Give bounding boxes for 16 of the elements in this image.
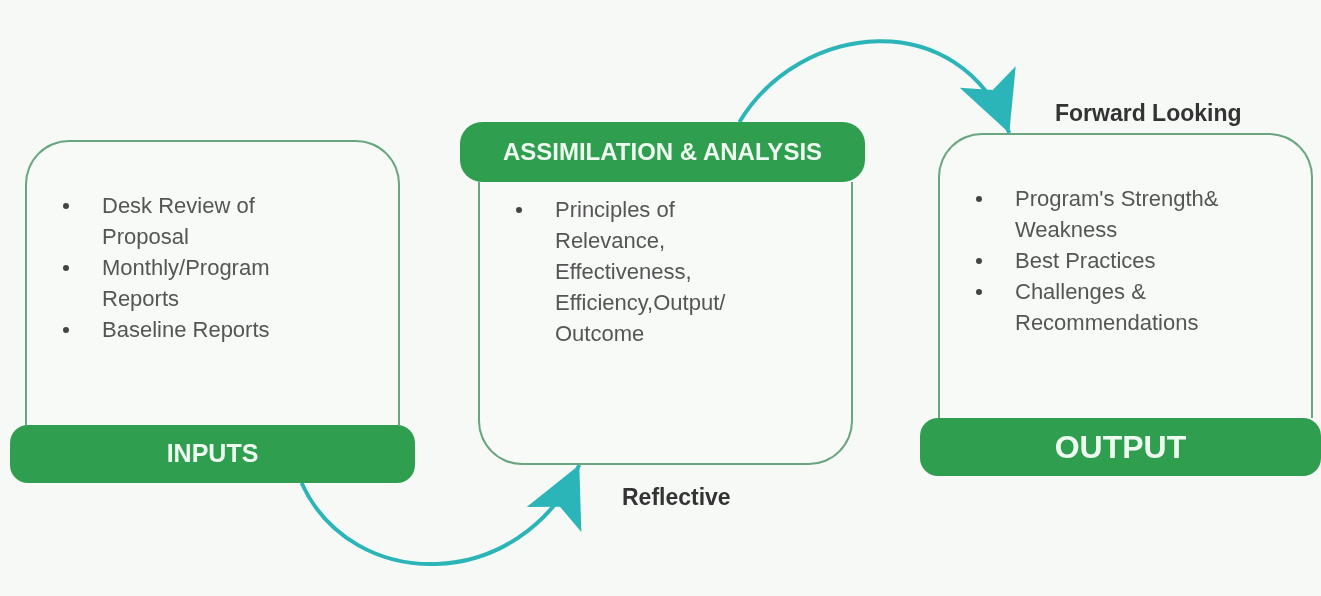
bullet-item: Desk Review of Proposal <box>102 192 256 251</box>
bullet-item: Program's Strength& Weakness <box>1015 185 1220 244</box>
edge-label: Forward Looking <box>1055 99 1242 128</box>
bullet-item: Challenges & Recommendations <box>1015 278 1200 337</box>
title-bar: ASSIMILATION & ANALYSIS <box>460 122 865 182</box>
bullet-item: Baseline Reports <box>102 316 270 344</box>
bullet-item: Best Practices <box>1015 247 1156 275</box>
title-bar: OUTPUT <box>920 418 1321 476</box>
edge-label: Reflective <box>622 483 731 512</box>
curved-arrow <box>299 464 581 566</box>
title-bar: INPUTS <box>10 425 415 483</box>
bullet-item: Principles of Relevance, Effectiveness, Efficiency,Output/ Outcome <box>555 196 727 348</box>
content-card <box>25 140 400 425</box>
bullet-item: Monthly/Program Reports <box>102 254 271 313</box>
content-card <box>938 133 1313 418</box>
content-card <box>478 182 853 465</box>
